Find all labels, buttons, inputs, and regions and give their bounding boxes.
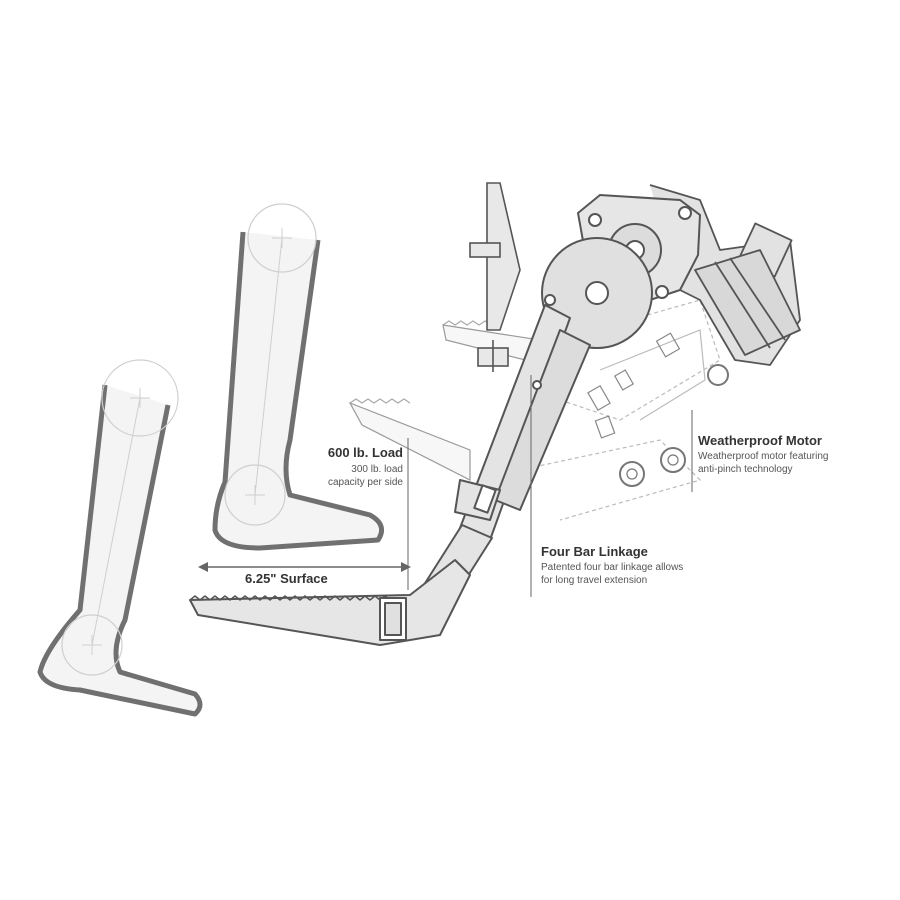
motor-title: Weatherproof Motor: [698, 433, 822, 448]
load-line2: capacity per side: [327, 477, 403, 488]
linkage-line1: Patented four bar linkage allows: [541, 562, 684, 573]
leg-right: [212, 203, 385, 551]
linkage-line2: for long travel extension: [541, 575, 648, 586]
callout-load: 600 lb. Load 300 lb. load capacity per s…: [290, 445, 403, 489]
ghost-step-positions: [348, 299, 729, 521]
motor-line2: anti-pinch technology: [698, 464, 793, 475]
mounting-bracket: [469, 182, 521, 372]
running-board-step: [189, 559, 471, 646]
load-line1: 300 lb. load: [351, 464, 403, 475]
callout-motor: Weatherproof Motor Weatherproof motor fe…: [698, 433, 888, 476]
load-title: 600 lb. Load: [327, 445, 403, 460]
leg-left: [37, 359, 203, 717]
motor-line1: Weatherproof motor featuring: [698, 451, 829, 462]
callout-surface: 6.25" Surface: [245, 571, 328, 586]
linkage-title: Four Bar Linkage: [541, 544, 648, 559]
surface-title: 6.25" Surface: [245, 571, 328, 586]
surface-dimension-arrow: [198, 562, 411, 572]
callout-lines: [407, 375, 693, 597]
callout-linkage: Four Bar Linkage Patented four bar linka…: [541, 544, 731, 587]
